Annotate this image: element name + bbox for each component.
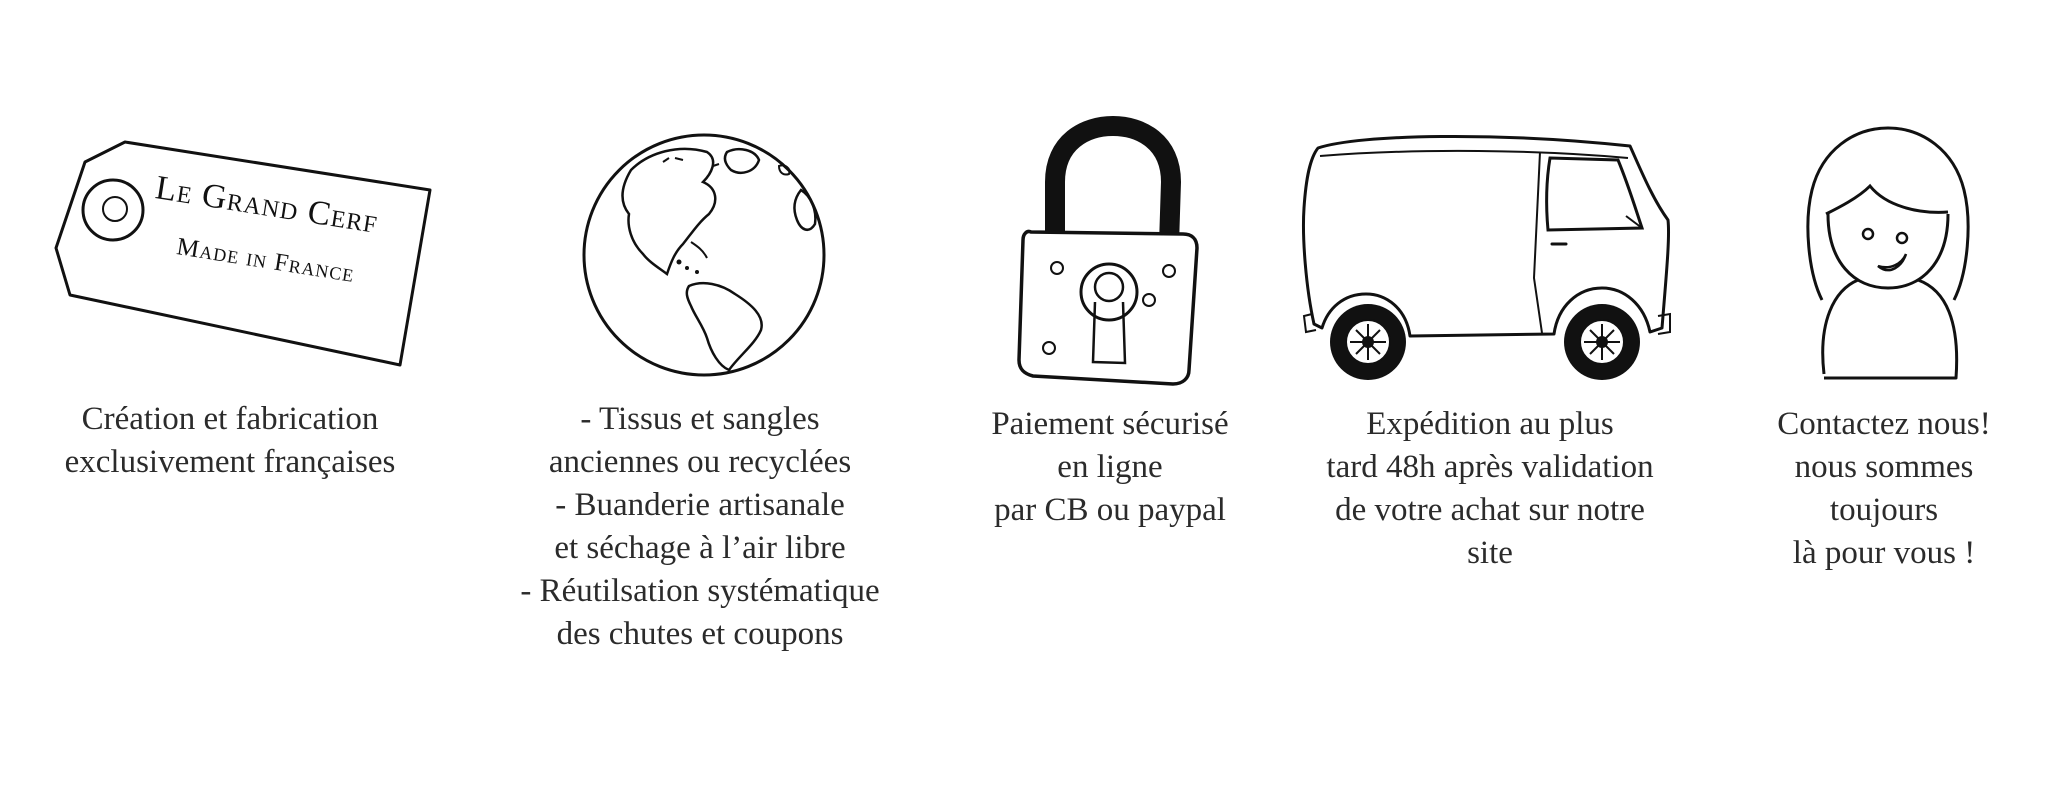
feature-caption: - Tissus et sangles anciennes ou recyclé… xyxy=(470,398,930,656)
feature-caption: Paiement sécurisé en ligne par CB ou pay… xyxy=(930,403,1290,532)
feature-caption: Contactez nous! nous sommes toujours là … xyxy=(1720,403,2048,575)
globe-icon xyxy=(582,133,826,377)
smiling-person-icon xyxy=(1806,126,1970,380)
caption-line: site xyxy=(1467,535,1513,571)
caption-line: toujours xyxy=(1829,492,1939,528)
caption-line: Paiement sécurisé xyxy=(991,406,1229,442)
price-tag-icon: Le Grand Cerf Made in France xyxy=(54,140,432,367)
caption-line: Expédition au plus xyxy=(1366,406,1614,442)
feature-caption: Création et fabrication exclusivement fr… xyxy=(0,398,460,484)
padlock-icon xyxy=(1017,115,1199,386)
caption-line: nous sommes xyxy=(1794,449,1974,485)
caption-line: là pour vous ! xyxy=(1792,535,1976,571)
caption-line: Contactez nous! xyxy=(1777,406,1991,442)
caption-line: de votre achat sur notre xyxy=(1335,492,1645,528)
feature-caption: Expédition au plus tard 48h après valida… xyxy=(1290,403,1690,575)
rear-wheel xyxy=(1330,304,1406,380)
front-wheel xyxy=(1564,304,1640,380)
caption-line: des chutes et coupons xyxy=(556,616,844,652)
caption-line: en ligne xyxy=(1057,449,1163,485)
feature-contact: Contactez nous! nous sommes toujours là … xyxy=(1720,0,2048,807)
feature-shipping: Expédition au plus tard 48h après valida… xyxy=(1290,0,1690,807)
caption-line: anciennes ou recyclées xyxy=(548,444,852,480)
caption-line: - Réutilsation systématique xyxy=(520,573,880,609)
caption-line: par CB ou paypal xyxy=(994,492,1226,528)
caption-line: tard 48h après validation xyxy=(1326,449,1654,485)
feature-secure-payment: Paiement sécurisé en ligne par CB ou pay… xyxy=(930,0,1290,807)
caption-line: et séchage à l’air libre xyxy=(554,530,846,566)
caption-line: exclusivement françaises xyxy=(64,444,396,480)
delivery-van-icon xyxy=(1301,134,1671,380)
caption-line: Création et fabrication xyxy=(81,401,379,437)
caption-line: - Buanderie artisanale xyxy=(555,487,845,523)
feature-eco-materials: - Tissus et sangles anciennes ou recyclé… xyxy=(470,0,930,807)
caption-line: - Tissus et sangles xyxy=(580,401,820,437)
feature-made-in-france: Le Grand Cerf Made in France Création et… xyxy=(0,0,460,807)
